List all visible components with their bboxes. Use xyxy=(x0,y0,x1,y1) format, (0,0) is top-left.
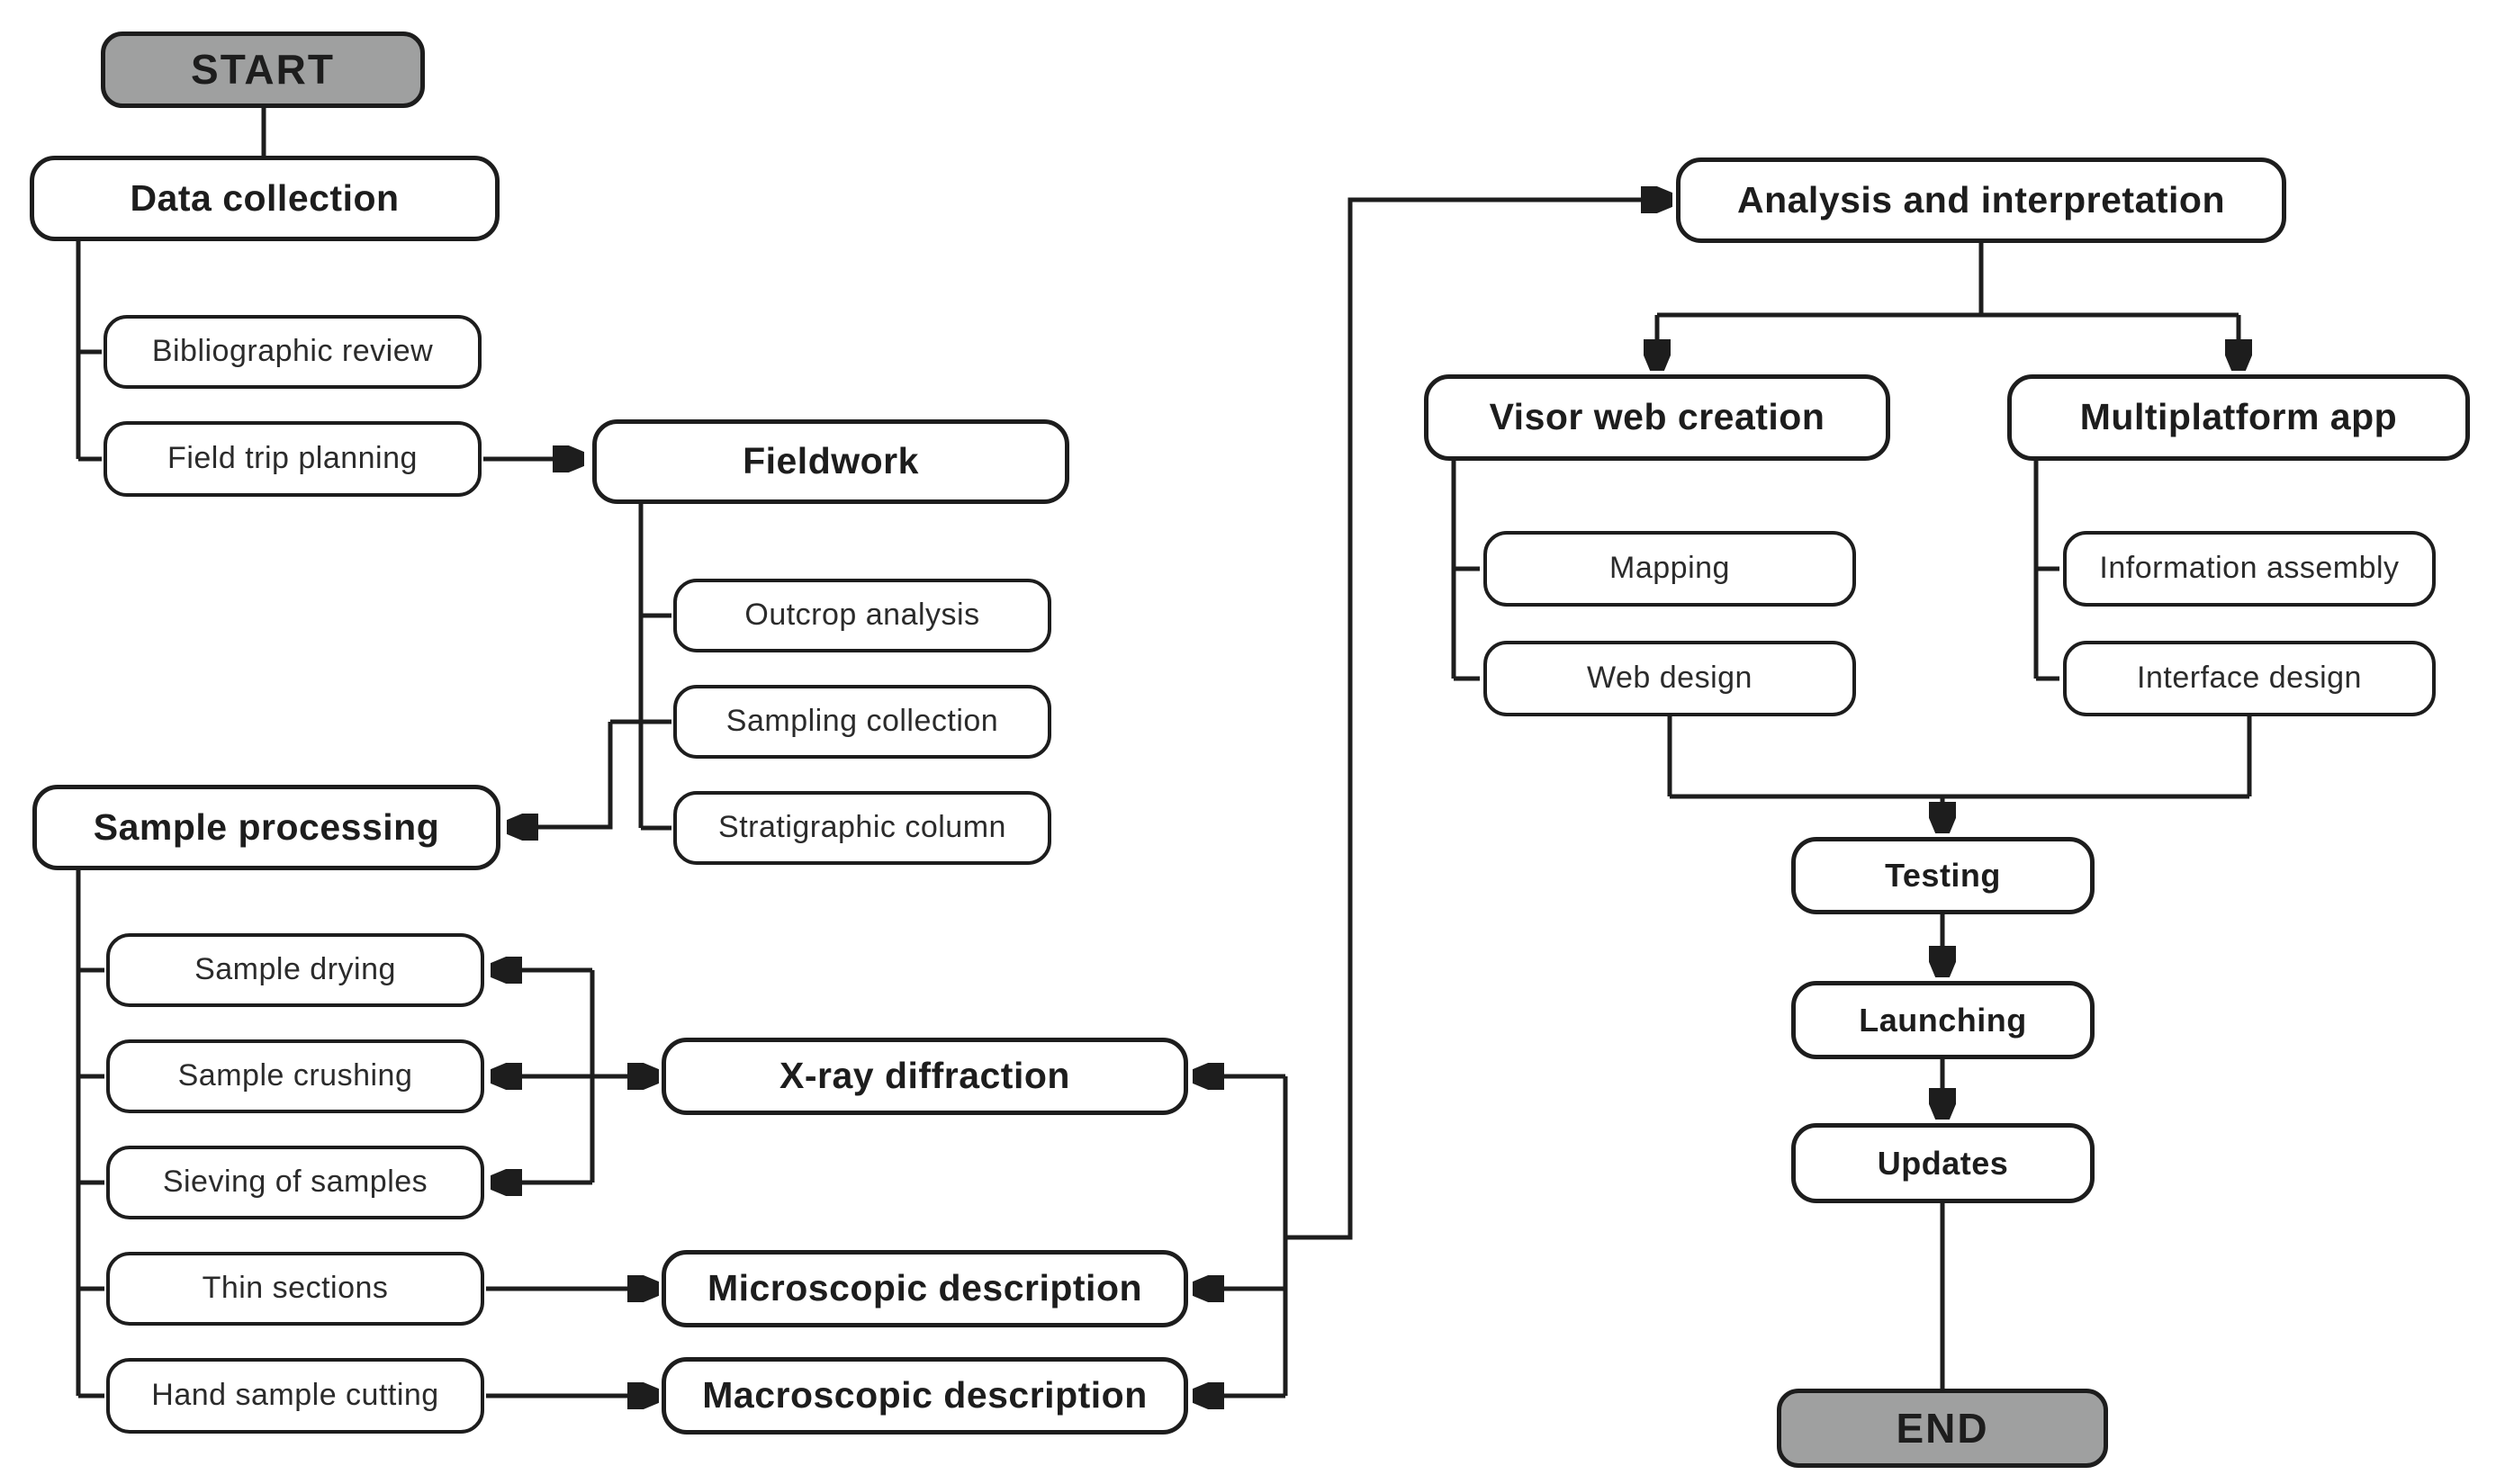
node-fieldwork: Fieldwork xyxy=(592,419,1069,504)
node-macroscopic-description: Macroscopic description xyxy=(662,1357,1188,1435)
node-updates: Updates xyxy=(1791,1123,2095,1203)
edge-data-collection-trunk xyxy=(76,241,102,462)
node-visor-web-creation: Visor web creation xyxy=(1424,374,1890,461)
node-analysis-and-interpretation: Analysis and interpretation xyxy=(1676,157,2286,243)
node-start: START xyxy=(101,31,425,108)
node-hand-sample-cutting: Hand sample cutting xyxy=(106,1358,484,1434)
node-field-trip-planning: Field trip planning xyxy=(104,421,482,497)
node-sample-crushing: Sample crushing xyxy=(106,1039,484,1113)
node-sample-processing: Sample processing xyxy=(32,785,500,870)
node-microscopic-description: Microscopic description xyxy=(662,1250,1188,1327)
node-multiplatform-app: Multiplatform app xyxy=(2007,374,2470,461)
node-interface-design: Interface design xyxy=(2063,641,2436,716)
node-bibliographic-review: Bibliographic review xyxy=(104,315,482,389)
node-end: END xyxy=(1777,1389,2108,1468)
node-data-collection: Data collection xyxy=(30,156,500,241)
node-web-design: Web design xyxy=(1483,641,1856,716)
node-sampling-collection: Sampling collection xyxy=(673,685,1051,759)
node-xray-diffraction: X-ray diffraction xyxy=(662,1038,1188,1115)
edge-feed-to-analysis xyxy=(1285,200,1670,1240)
edge-visor-trunk xyxy=(1451,461,1480,681)
edge-fieldwork-trunk xyxy=(610,504,671,831)
node-stratigraphic-column: Stratigraphic column xyxy=(673,791,1051,865)
edge-sample-processing-trunk xyxy=(76,870,104,1399)
node-sample-drying: Sample drying xyxy=(106,933,484,1007)
edge-merge-to-testing xyxy=(1667,716,2252,831)
node-launching: Launching xyxy=(1791,981,2095,1059)
node-sieving-of-samples: Sieving of samples xyxy=(106,1146,484,1219)
node-thin-sections: Thin sections xyxy=(106,1252,484,1326)
node-information-assembly: Information assembly xyxy=(2063,531,2436,607)
edge-to-sample-processing xyxy=(509,722,613,827)
node-outcrop-analysis: Outcrop analysis xyxy=(673,579,1051,652)
node-mapping: Mapping xyxy=(1483,531,1856,607)
edge-multiplatform-trunk xyxy=(2033,461,2059,681)
node-testing: Testing xyxy=(1791,837,2095,914)
